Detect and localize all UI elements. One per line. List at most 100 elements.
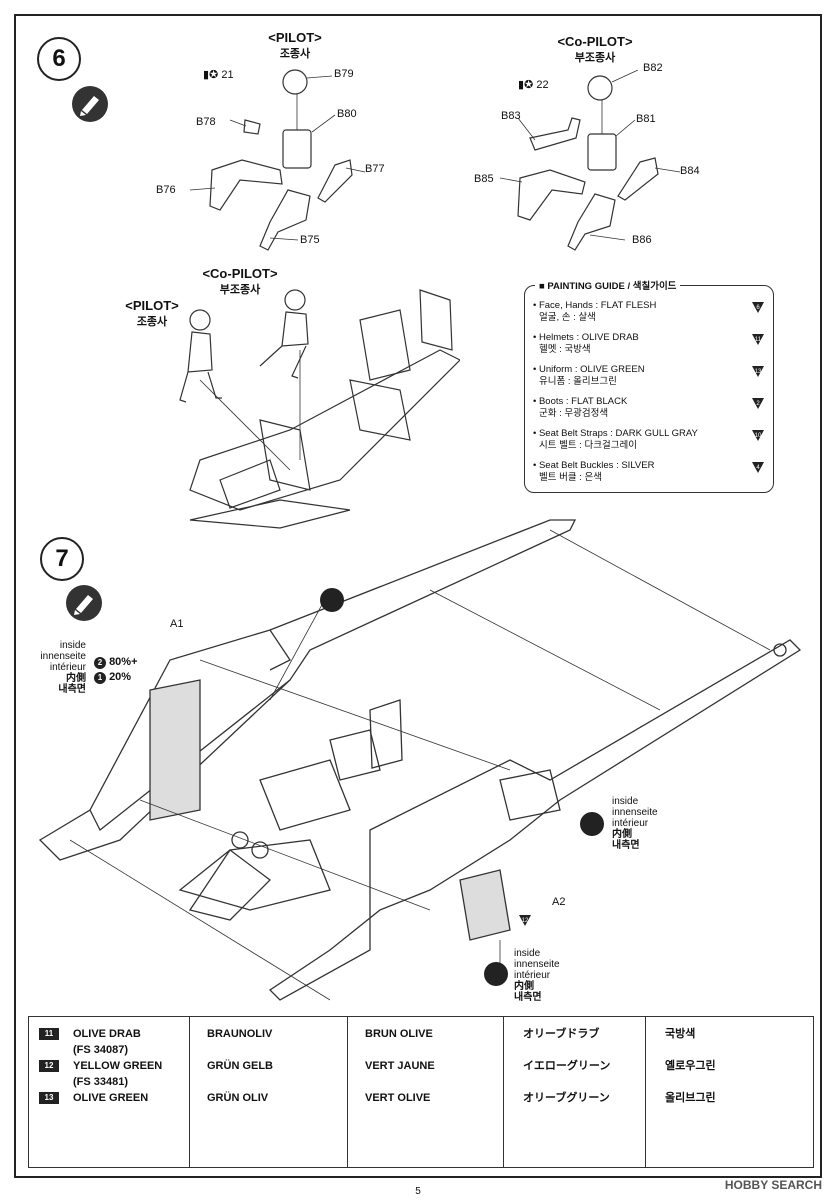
inside-text: innenseite <box>514 959 560 970</box>
inside-note-right: inside innenseite intérieur 内側 내측면 <box>612 796 658 851</box>
inside-text: intérieur <box>514 970 551 981</box>
cockpit-assembly-drawing <box>179 289 460 529</box>
legend-ja: オリーブドラブ <box>523 1028 600 1040</box>
inside-text: innenseite <box>612 807 658 818</box>
paint-number-badge: 2 <box>751 397 765 410</box>
copilot-parts-drawing <box>499 70 681 251</box>
paint-number-badge: 11 <box>751 333 765 346</box>
inside-text: intérieur <box>49 662 86 673</box>
copilot-header-ko: 부조종사 <box>574 52 616 64</box>
part-label-b83: B83 <box>501 110 521 122</box>
painting-guide-box: ■ PAINTING GUIDE / 색칠가이드 • Face, Hands :… <box>524 278 774 493</box>
seat-copilot-label: <Co-PILOT> 부조종사 <box>190 266 290 298</box>
guide-item: • Boots : FLAT BLACK 군화 : 무광검정색 2 <box>533 396 765 420</box>
paint-number-badge: 4 <box>751 461 765 474</box>
legend-fs: (FS 33481) <box>73 1076 129 1088</box>
legend-de: BRAUNOLIV <box>207 1028 273 1040</box>
pointer-icon <box>320 588 344 612</box>
color-legend-table: 11 OLIVE DRAB (FS 34087) BRAUNOLIV BRUN … <box>28 1016 814 1168</box>
paint-number: 13 <box>39 1092 59 1104</box>
guide-item: • Uniform : OLIVE GREEN 유니폼 : 올리브그린 13 <box>533 364 765 388</box>
guide-item-ko: 시트 벨트 : 다크걸그레이 <box>539 440 637 451</box>
guide-item: • Seat Belt Buckles : SILVER 벨트 버클 : 은색 … <box>533 460 765 484</box>
inside-text: inside <box>612 796 639 807</box>
painting-guide-title: ■ PAINTING GUIDE / 색칠가이드 <box>535 278 681 292</box>
pilot-header-en: <PILOT> <box>268 30 322 45</box>
callout-paint-badge: 12 <box>518 914 532 932</box>
inside-text: innenseite <box>40 651 86 662</box>
legend-en: YELLOW GREEN <box>73 1060 163 1072</box>
inside-text: 내측면 <box>58 684 86 695</box>
paint-number: 11 <box>39 1028 59 1040</box>
guide-item: • Face, Hands : FLAT FLESH 얼굴, 손 : 살색 6 <box>533 300 765 324</box>
guide-item: • Seat Belt Straps : DARK GULL GRAY 시트 벨… <box>533 428 765 452</box>
inside-text: 内側 <box>66 673 86 684</box>
legend-en: OLIVE DRAB <box>73 1028 141 1040</box>
mix-pct: 20% <box>109 671 132 683</box>
decal-icon: ▮✪ <box>203 69 219 81</box>
guide-item-ko: 유니폼 : 올리브그린 <box>539 376 617 387</box>
legend-divider <box>645 1017 646 1167</box>
paint-number: 2 <box>94 657 106 669</box>
legend-fr: BRUN OLIVE <box>365 1028 433 1040</box>
pilot-decal-number: 21 <box>221 69 234 81</box>
guide-item-ko: 벨트 버클 : 은색 <box>539 472 602 483</box>
copilot-decal-marker: ▮✪ 22 <box>518 78 549 91</box>
part-label-b86: B86 <box>632 234 652 246</box>
legend-de: GRÜN OLIV <box>207 1092 269 1104</box>
part-label-b81: B81 <box>636 113 656 125</box>
page-frame <box>14 14 822 1178</box>
guide-item-ko: 군화 : 무광검정색 <box>539 408 609 419</box>
paint-number-badge: 10 <box>751 429 765 442</box>
pilot-decal-marker: ▮✪ 21 <box>203 68 234 81</box>
legend-fr: VERT OLIVE <box>365 1092 431 1104</box>
legend-en: OLIVE GREEN <box>73 1092 149 1104</box>
inside-note-bottom: inside innenseite intérieur 内側 내측면 <box>514 948 560 1003</box>
step-6-number: 6 <box>37 37 81 81</box>
guide-item: • Helmets : OLIVE DRAB 헬멧 : 국방색 11 <box>533 332 765 356</box>
paint-number: 12 <box>522 918 529 924</box>
copilot-header-en: <Co-PILOT> <box>557 34 633 49</box>
guide-item-en: Uniform : OLIVE GREEN <box>538 364 645 375</box>
legend-ja: オリーブグリーン <box>523 1092 610 1104</box>
paint-number: 4 <box>756 465 760 471</box>
legend-divider <box>503 1017 504 1167</box>
paint-brush-icon <box>66 585 102 621</box>
paint-number: 13 <box>755 369 762 375</box>
decal-icon: ▮✪ <box>518 79 534 91</box>
guide-item-ko: 얼굴, 손 : 살색 <box>539 312 596 323</box>
pointer-icon <box>484 962 508 986</box>
guide-item-en: Face, Hands : FLAT FLESH <box>538 300 657 311</box>
seat-copilot-label-ko: 부조종사 <box>219 284 261 296</box>
part-label-b77: B77 <box>365 163 385 175</box>
part-label-a1: A1 <box>170 618 184 630</box>
legend-ko: 옐로우그린 <box>665 1060 716 1072</box>
paint-number: 6 <box>756 305 760 311</box>
part-label-b79: B79 <box>334 68 354 80</box>
seat-pilot-label-ko: 조종사 <box>136 316 168 328</box>
paint-brush-icon <box>72 86 108 122</box>
step-7-number: 7 <box>40 537 84 581</box>
pilot-parts-drawing <box>189 69 366 251</box>
part-label-b75: B75 <box>300 234 320 246</box>
inside-text: intérieur <box>612 818 649 829</box>
fuselage-assembly-drawing <box>38 519 802 1001</box>
inside-text: 内側 <box>514 981 534 992</box>
inside-text: 내측면 <box>612 840 640 851</box>
inside-text: inside <box>514 948 541 959</box>
guide-item-en: Helmets : OLIVE DRAB <box>538 332 639 343</box>
copilot-decal-number: 22 <box>536 79 549 91</box>
guide-item-ko: 헬멧 : 국방색 <box>539 344 591 355</box>
seat-pilot-label: <PILOT> 조종사 <box>112 298 192 330</box>
paint-number: 2 <box>756 401 760 407</box>
mix-ratio: 2 80%+ 1 20% <box>94 655 138 685</box>
part-label-b76: B76 <box>156 184 176 196</box>
pilot-header-ko: 조종사 <box>279 48 311 60</box>
part-label-b85: B85 <box>474 173 494 185</box>
legend-ko: 올리브그린 <box>665 1092 716 1104</box>
legend-ko: 국방색 <box>665 1028 696 1040</box>
seat-copilot-label-en: <Co-PILOT> <box>202 266 278 281</box>
paint-number: 12 <box>39 1060 59 1072</box>
guide-item-en: Boots : FLAT BLACK <box>538 396 628 407</box>
watermark: HOBBY SEARCH <box>724 1178 822 1192</box>
